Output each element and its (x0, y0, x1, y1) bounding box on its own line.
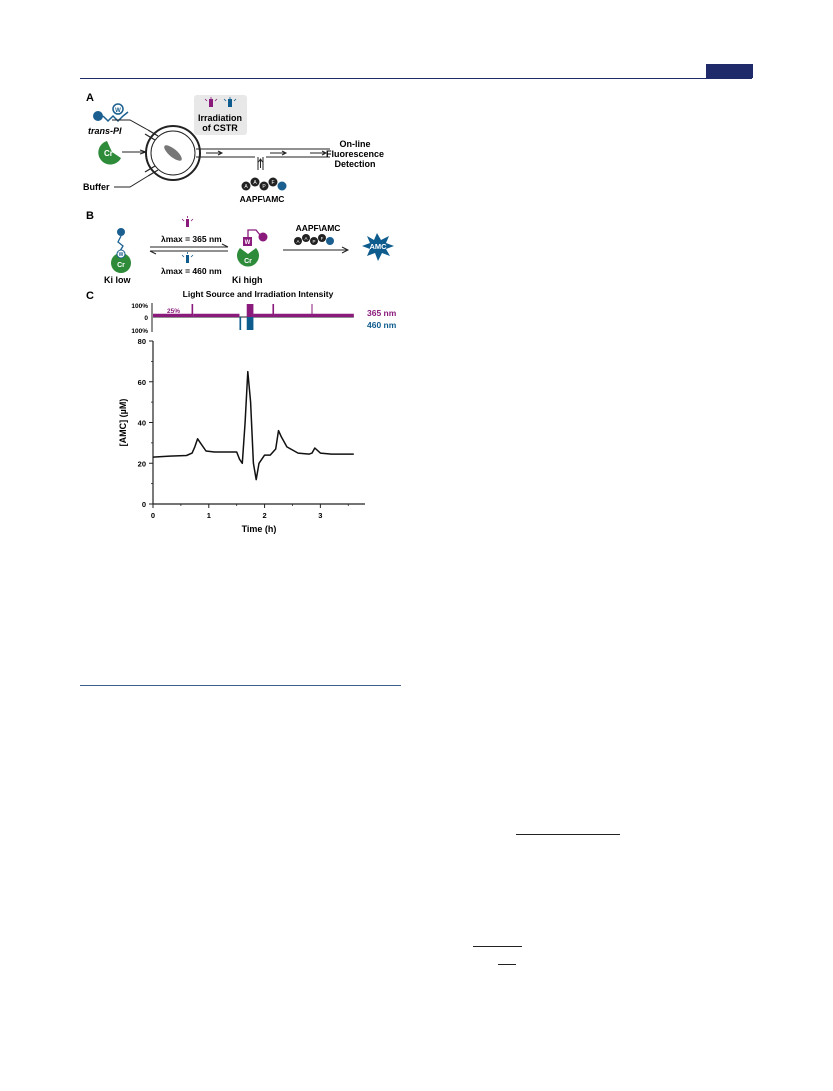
bead-f: F (271, 180, 274, 186)
bead-a1: A (244, 184, 248, 190)
irr-365-bar (246, 304, 254, 317)
outflow-tube (196, 148, 330, 170)
substrate-chain-a: A A P F (241, 177, 287, 191)
ki-low-label: Ki low (104, 275, 131, 285)
irr-365-bar (272, 304, 275, 317)
substrate-label-a: AAPF\AMC (240, 194, 285, 204)
irr-365-bar (192, 304, 194, 317)
y-tick-label: 80 (138, 337, 146, 346)
substrate-label-b: AAPF\AMC (296, 223, 341, 233)
y-axis-label: [AMC] (µM) (118, 399, 128, 447)
panel-a-letter: A (86, 92, 94, 104)
light-source-title: Light Source and Irradiation Intensity (183, 289, 334, 299)
x-axis-label: Time (h) (242, 524, 277, 534)
buffer-label: Buffer (83, 182, 110, 192)
y-tick-label: 0 (142, 500, 146, 509)
x-tick-label: 2 (262, 511, 266, 520)
y-tick-label: 20 (138, 459, 146, 468)
lamp-460-icon-b (181, 252, 194, 263)
lambda-460-label: λmax = 460 nm (161, 266, 222, 276)
footnote-rule (80, 685, 401, 686)
amc-burst-icon: AMC (362, 233, 394, 261)
trans-pi-molecule: W (93, 103, 129, 123)
lamp-365-icon-b (181, 216, 194, 227)
w-label-low: W (119, 252, 124, 258)
detection-label-3: Detection (334, 159, 375, 169)
irradiation-label-1: Irradiation (198, 113, 242, 123)
irr-460-bar (239, 317, 242, 330)
y-tick-label: 60 (138, 378, 146, 387)
amc-series-line (152, 370, 354, 481)
irr-25-label: 25% (167, 308, 180, 315)
irr-460-bar (246, 317, 254, 330)
trans-pi-label: trans-PI (88, 126, 122, 136)
figure-panel-c: C Light Source and Irradiation Intensity… (86, 289, 397, 534)
lamp-365-icon (204, 97, 218, 107)
irr-365-bar (193, 313, 240, 317)
irr-365-bar (253, 313, 273, 317)
bead-b-p: P (312, 239, 315, 244)
bead-b-a2: A (304, 236, 307, 241)
lamp-460-icon (223, 97, 237, 107)
irradiation-bars (153, 304, 354, 330)
bead-p: P (262, 184, 266, 190)
detection-label-2: Fluorescence (326, 149, 384, 159)
bead-b-f: F (321, 236, 324, 241)
lambda-365-label: λmax = 365 nm (161, 234, 222, 244)
detection-label-1: On-line (340, 139, 371, 149)
x-tick-label: 0 (151, 511, 155, 520)
x-tick-label: 3 (318, 511, 322, 520)
bead-a2: A (253, 180, 257, 186)
cr-label: Cr (104, 149, 113, 158)
irr-365-bar (153, 313, 193, 317)
y-tick-label: 40 (138, 419, 146, 428)
w-label: W (115, 108, 121, 114)
x-tick-label: 1 (207, 511, 211, 520)
cr-label-high: Cr (244, 258, 252, 265)
amc-product-label: AMC (369, 242, 387, 251)
bead-b-a1: A (296, 239, 299, 244)
substrate-chain-b: A A P F (294, 234, 334, 245)
irr-100-top: 100% (131, 303, 148, 310)
label-365: 365 nm (367, 308, 397, 318)
inhibitor-high-complex: W Cr (237, 229, 268, 267)
cr-label-low: Cr (117, 262, 125, 269)
irr-0: 0 (144, 315, 148, 322)
cstr-reactor (144, 125, 201, 181)
header-tab (706, 64, 753, 78)
panel-b-letter: B (86, 210, 94, 222)
irradiation-box: Irradiation of CSTR (194, 95, 247, 135)
inhibitor-low-complex: W Cr (111, 228, 131, 273)
irradiation-label-2: of CSTR (202, 123, 238, 133)
w-label-high: W (245, 240, 251, 246)
irr-100-bottom: 100% (131, 328, 148, 335)
equation-rule-3 (498, 964, 516, 965)
irr-365-bar (274, 313, 354, 317)
equation-rule-2 (473, 946, 522, 947)
figure-panel-a: A W trans-PI Cr Buffer Irradiatio (83, 92, 394, 285)
cr-enzyme: Cr (98, 141, 121, 165)
equation-rule-1 (516, 834, 620, 835)
label-460: 460 nm (367, 320, 397, 330)
panel-c-letter: C (86, 290, 94, 302)
header-rule (80, 78, 752, 79)
ki-high-label: Ki high (232, 275, 263, 285)
